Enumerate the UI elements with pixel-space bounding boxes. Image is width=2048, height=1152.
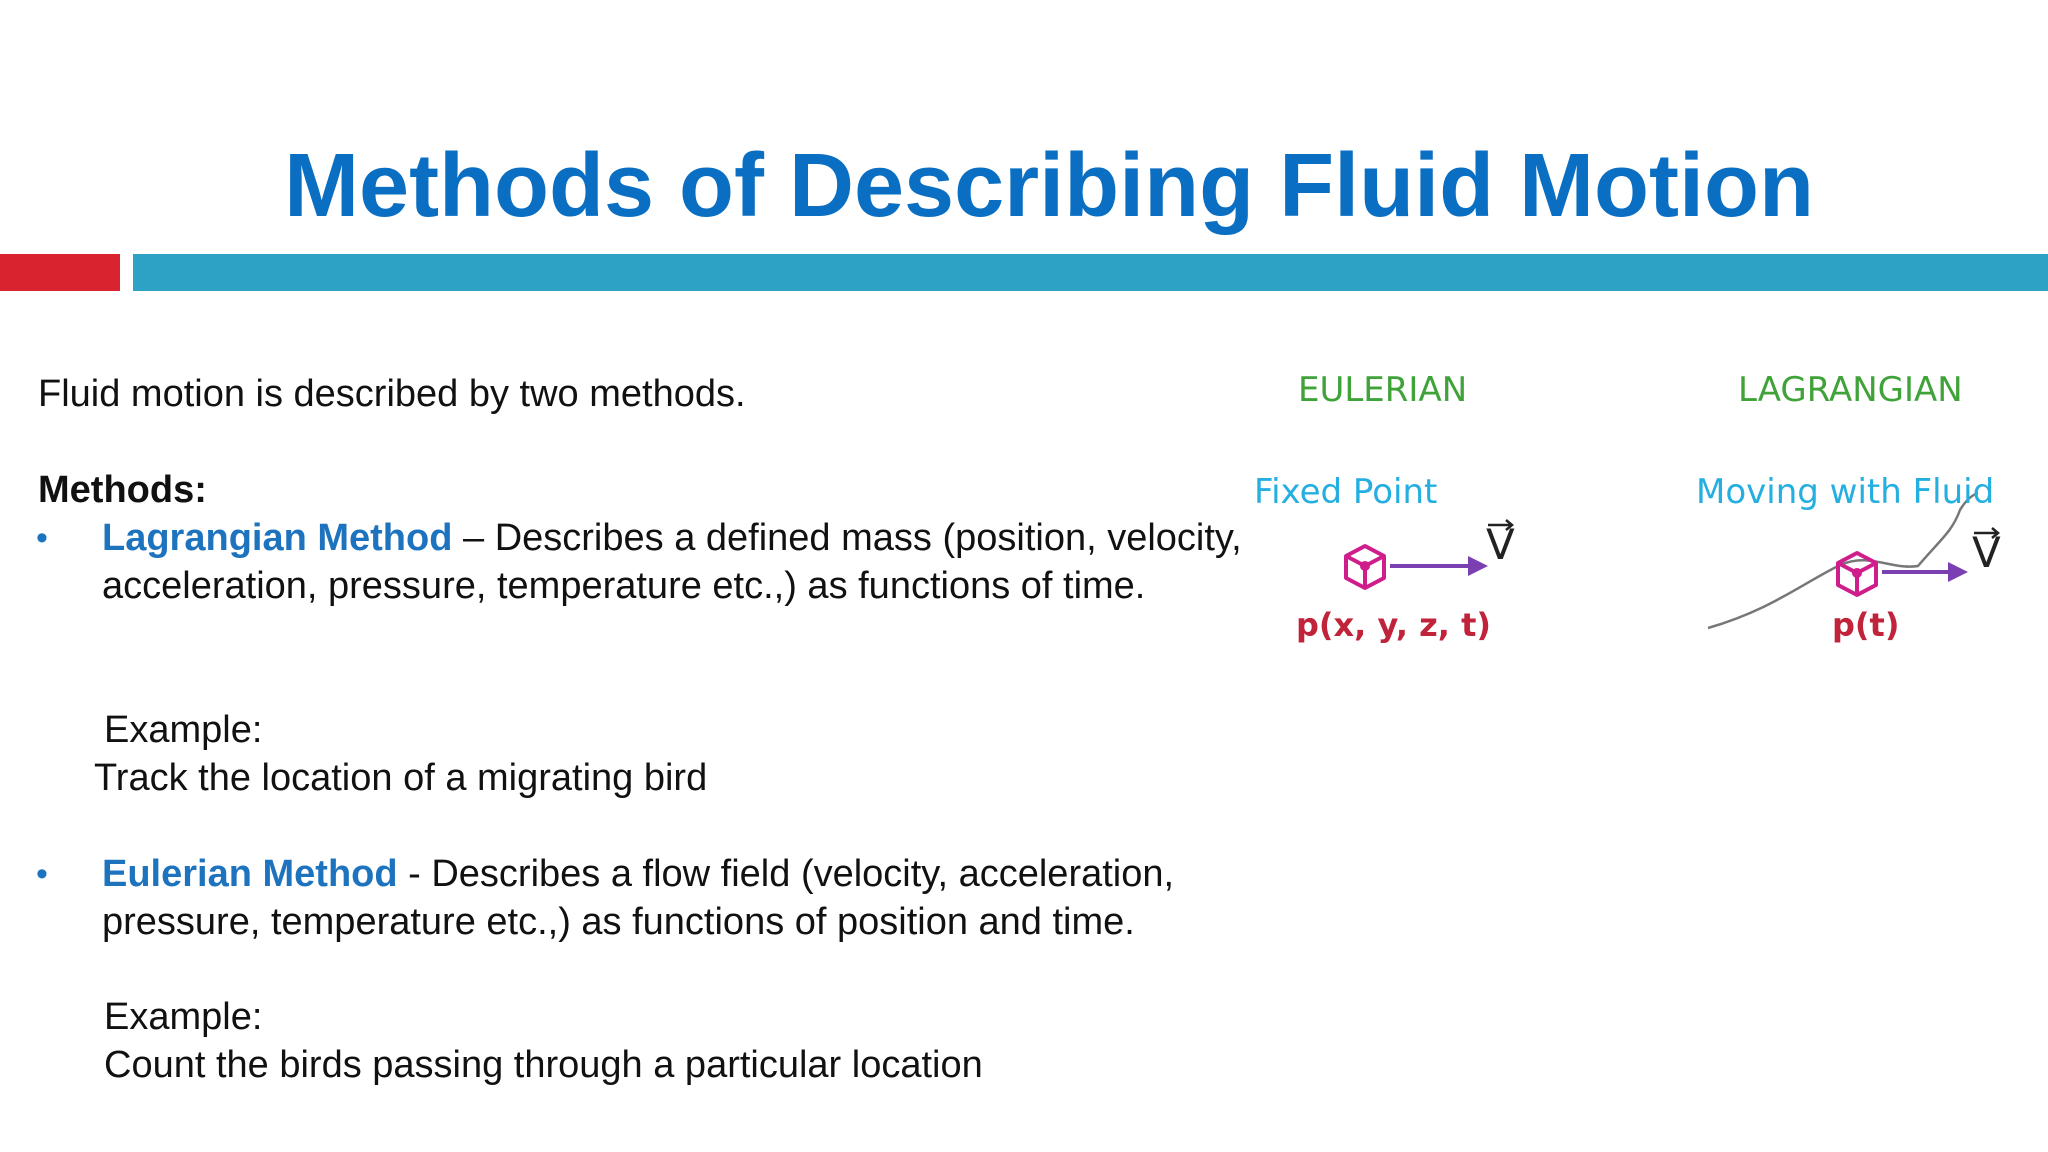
lagrangian-arrow-icon xyxy=(1882,562,1968,582)
eulerian-term: Eulerian Method xyxy=(102,853,398,895)
bullet-lagrangian: • xyxy=(36,519,48,557)
vector-arrow-marks xyxy=(1488,519,2000,539)
eulerian-subheading: Fixed Point xyxy=(1254,472,1438,512)
eulerian-item: Eulerian Method - Describes a flow field… xyxy=(102,850,1242,946)
lagrangian-subheading: Moving with Fluid xyxy=(1696,472,1995,512)
lagrangian-heading: LAGRANGIAN xyxy=(1738,370,1963,410)
accent-bar-blue xyxy=(133,254,2048,291)
lagrangian-item: Lagrangian Method – Describes a defined … xyxy=(102,514,1242,610)
intro-text: Fluid motion is described by two methods… xyxy=(38,373,746,415)
eulerian-velocity-label: V xyxy=(1486,520,1515,569)
eulerian-description: - Describes a flow field (velocity, acce… xyxy=(102,853,1175,943)
eulerian-coordinates: p(x, y, z, t) xyxy=(1296,606,1491,644)
slide-title: Methods of Describing Fluid Motion xyxy=(284,136,1814,236)
eulerian-heading: EULERIAN xyxy=(1298,370,1468,410)
methods-heading: Methods: xyxy=(38,469,207,511)
bullet-eulerian: • xyxy=(36,855,48,893)
lagrangian-example-label: Example: xyxy=(104,709,263,751)
accent-bar-red xyxy=(0,254,120,291)
lagrangian-velocity-label: V xyxy=(1972,528,2001,577)
lagrangian-pathline xyxy=(1707,491,1979,630)
lagrangian-term: Lagrangian Method xyxy=(102,517,453,559)
eulerian-lagrangian-figure: EULERIAN LAGRANGIAN Fixed Point Moving w… xyxy=(1240,360,2040,680)
lagrangian-coordinates: p(t) xyxy=(1832,606,1900,644)
eulerian-arrow-icon xyxy=(1390,556,1488,576)
eulerian-cube-icon xyxy=(1344,544,1386,590)
lagrangian-description: – Describes a defined mass (position, ve… xyxy=(102,517,1242,607)
eulerian-example-label: Example: xyxy=(104,996,263,1038)
eulerian-example-text: Count the birds passing through a partic… xyxy=(104,1044,983,1086)
figure-graphics xyxy=(1344,491,2000,630)
lagrangian-cube-icon xyxy=(1836,551,1878,597)
lagrangian-example-text: Track the location of a migrating bird xyxy=(94,757,708,799)
